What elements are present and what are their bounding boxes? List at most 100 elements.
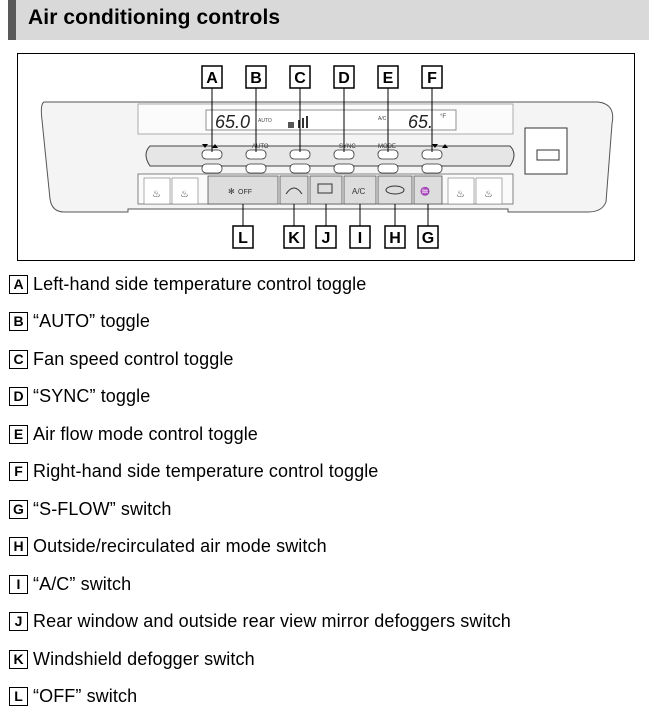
- callout-h: H: [384, 225, 406, 249]
- callout-d: D: [333, 65, 355, 89]
- callout-j: J: [315, 225, 337, 249]
- legend-item: B“AUTO” toggle: [9, 310, 150, 332]
- temp-up-arrow-right: [442, 144, 448, 148]
- off-button[interactable]: ✻ OFF: [207, 175, 279, 205]
- callout-l: L: [232, 225, 254, 249]
- seat-heater-left-1[interactable]: ♨: [143, 177, 171, 205]
- callout-g: G: [417, 225, 439, 249]
- fan-level-icon: [288, 116, 308, 128]
- rear-defogger-button[interactable]: [309, 175, 343, 205]
- callout-e: E: [377, 65, 399, 89]
- rear-defogger-icon: [317, 183, 333, 194]
- legend-text: Windshield defogger switch: [33, 648, 255, 669]
- legend-text: “A/C” switch: [33, 573, 132, 594]
- toggle-b[interactable]: [245, 149, 267, 174]
- temp-down-arrow-right: [432, 144, 438, 148]
- svg-text:♨: ♨: [152, 189, 161, 200]
- mode-label: MODE: [378, 144, 396, 150]
- display-screen: [205, 109, 457, 131]
- windshield-defogger-icon: [285, 187, 303, 195]
- seat-heater-right-1[interactable]: ♨: [447, 177, 475, 205]
- legend-letter: A: [9, 274, 28, 294]
- section-header: Air conditioning controls: [8, 0, 649, 40]
- svg-text:E: E: [383, 70, 394, 87]
- right-temp-unit: °F: [440, 114, 446, 120]
- sync-label: SYNC: [339, 144, 356, 150]
- left-temp-readout: 65.0: [215, 112, 250, 132]
- toggle-e[interactable]: [377, 149, 399, 174]
- svg-text:G: G: [422, 230, 434, 247]
- svg-text:♨: ♨: [180, 189, 189, 200]
- slot-icon: [536, 149, 560, 161]
- toggle-c[interactable]: [289, 149, 311, 174]
- legend-text: Air flow mode control toggle: [33, 423, 258, 444]
- legend-letter: L: [9, 686, 28, 706]
- svg-text:J: J: [322, 230, 331, 247]
- svg-text:H: H: [389, 230, 401, 247]
- section-title: Air conditioning controls: [28, 6, 281, 29]
- callout-a: A: [201, 65, 223, 89]
- legend-text: Rear window and outside rear view mirror…: [33, 610, 511, 631]
- legend-letter: H: [9, 536, 28, 556]
- svg-text:F: F: [427, 70, 437, 87]
- svg-text:D: D: [338, 70, 350, 87]
- toggle-d[interactable]: [333, 149, 355, 174]
- control-panel-drawing: 65.0 AUTO 65. °F A/C AUTO SYNC MODE: [40, 65, 614, 249]
- legend-letter: C: [9, 349, 28, 369]
- temp-down-arrow-left: [202, 144, 208, 148]
- legend-text: Right-hand side temperature control togg…: [33, 460, 379, 481]
- svg-text:B: B: [250, 70, 262, 87]
- seat-heater-left-2[interactable]: ♨: [171, 177, 199, 205]
- recirculation-button[interactable]: [377, 175, 413, 205]
- legend-letter: D: [9, 386, 28, 406]
- legend-text: “S-FLOW” switch: [33, 498, 172, 519]
- windshield-defogger-button[interactable]: [279, 175, 309, 205]
- legend-item: L“OFF” switch: [9, 685, 137, 707]
- svg-text:C: C: [294, 70, 306, 87]
- ac-indicator: A/C: [378, 116, 387, 122]
- svg-text:A: A: [206, 70, 218, 87]
- callout-c: C: [289, 65, 311, 89]
- ac-button[interactable]: A/C: [343, 175, 377, 205]
- legend-letter: K: [9, 649, 28, 669]
- legend-text: Left-hand side temperature control toggl…: [33, 273, 367, 294]
- legend-letter: B: [9, 311, 28, 331]
- toggle-a[interactable]: [201, 149, 223, 174]
- legend-item: I“A/C” switch: [9, 573, 131, 595]
- callout-f: F: [421, 65, 443, 89]
- legend-letter: F: [9, 461, 28, 481]
- svg-text:L: L: [238, 230, 248, 247]
- legend-text: Fan speed control toggle: [33, 348, 234, 369]
- ac-label: A/C: [352, 187, 366, 196]
- s-flow-icon: ♒: [420, 186, 430, 196]
- off-label: OFF: [238, 189, 252, 196]
- svg-text:K: K: [288, 230, 300, 247]
- svg-text:I: I: [358, 230, 362, 247]
- auto-label: AUTO: [252, 144, 269, 150]
- legend-text: “SYNC” toggle: [33, 385, 151, 406]
- legend-letter: I: [9, 574, 28, 594]
- right-temp-readout: 65.: [408, 112, 433, 132]
- control-panel-illustration: 65.0 AUTO 65. °F A/C AUTO SYNC MODE: [17, 53, 635, 261]
- legend-item: G“S-FLOW” switch: [9, 498, 172, 520]
- legend-item: D“SYNC” toggle: [9, 385, 150, 407]
- recirculation-icon: [385, 185, 405, 195]
- legend-letter: J: [9, 611, 28, 631]
- legend-letter: E: [9, 424, 28, 444]
- svg-text:♨: ♨: [484, 189, 493, 200]
- legend-text: “AUTO” toggle: [33, 310, 151, 331]
- bottom-leader-lines: [242, 204, 429, 226]
- callout-b: B: [245, 65, 267, 89]
- legend-text: “OFF” switch: [33, 685, 138, 706]
- s-flow-button[interactable]: ♒: [413, 175, 443, 205]
- seat-heater-right-2[interactable]: ♨: [475, 177, 503, 205]
- top-leader-lines: [211, 88, 433, 152]
- fan-icon: ✻: [228, 187, 235, 196]
